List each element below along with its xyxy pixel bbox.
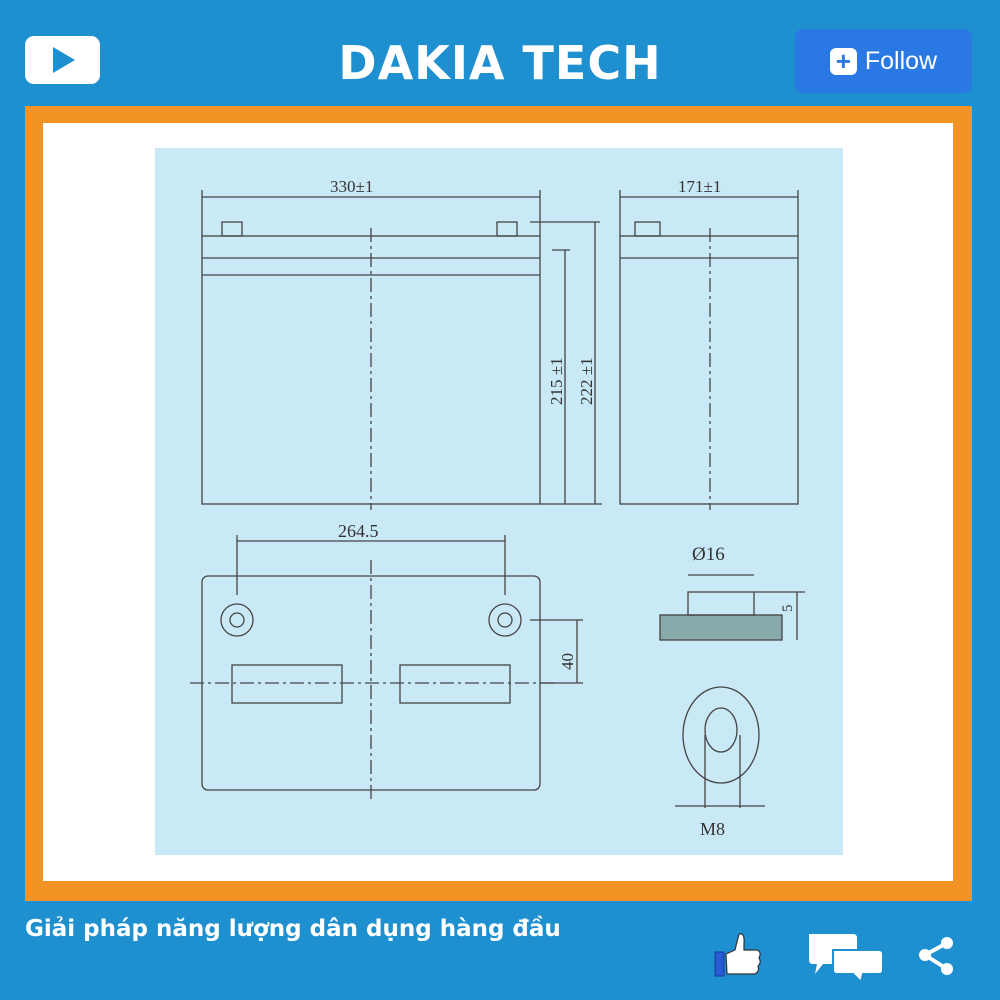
height-label-1: 215 ±1 — [547, 357, 566, 405]
terminal-height-label: 5 — [780, 605, 796, 613]
top-view — [190, 535, 583, 800]
height-label-2: 222 ±1 — [577, 357, 596, 405]
follow-button[interactable]: + Follow — [795, 29, 972, 93]
plus-icon: + — [829, 47, 857, 75]
terminal-spacing-label: 264.5 — [338, 521, 379, 541]
channel-title: DAKIA TECH — [338, 36, 662, 90]
share-icon[interactable] — [915, 935, 957, 977]
width-label: 330±1 — [330, 177, 373, 196]
play-icon[interactable] — [25, 36, 100, 84]
terminal-diameter-label: Ø16 — [692, 544, 725, 565]
terminal-detail — [659, 574, 805, 808]
front-view — [201, 190, 602, 510]
terminal-offset-label: 40 — [558, 653, 577, 670]
like-icon[interactable] — [713, 930, 765, 978]
depth-label: 171±1 — [678, 177, 721, 196]
caption: Giải pháp năng lượng dân dụng hàng đầu — [25, 916, 561, 942]
follow-label: Follow — [864, 46, 938, 75]
thread-label: M8 — [700, 819, 725, 839]
battery-dimension-drawing: 330±1 215 ±1 222 ±1 171±1 264.5 40 Ø — [155, 148, 843, 855]
side-view — [619, 190, 799, 510]
comment-icon[interactable] — [805, 930, 885, 980]
